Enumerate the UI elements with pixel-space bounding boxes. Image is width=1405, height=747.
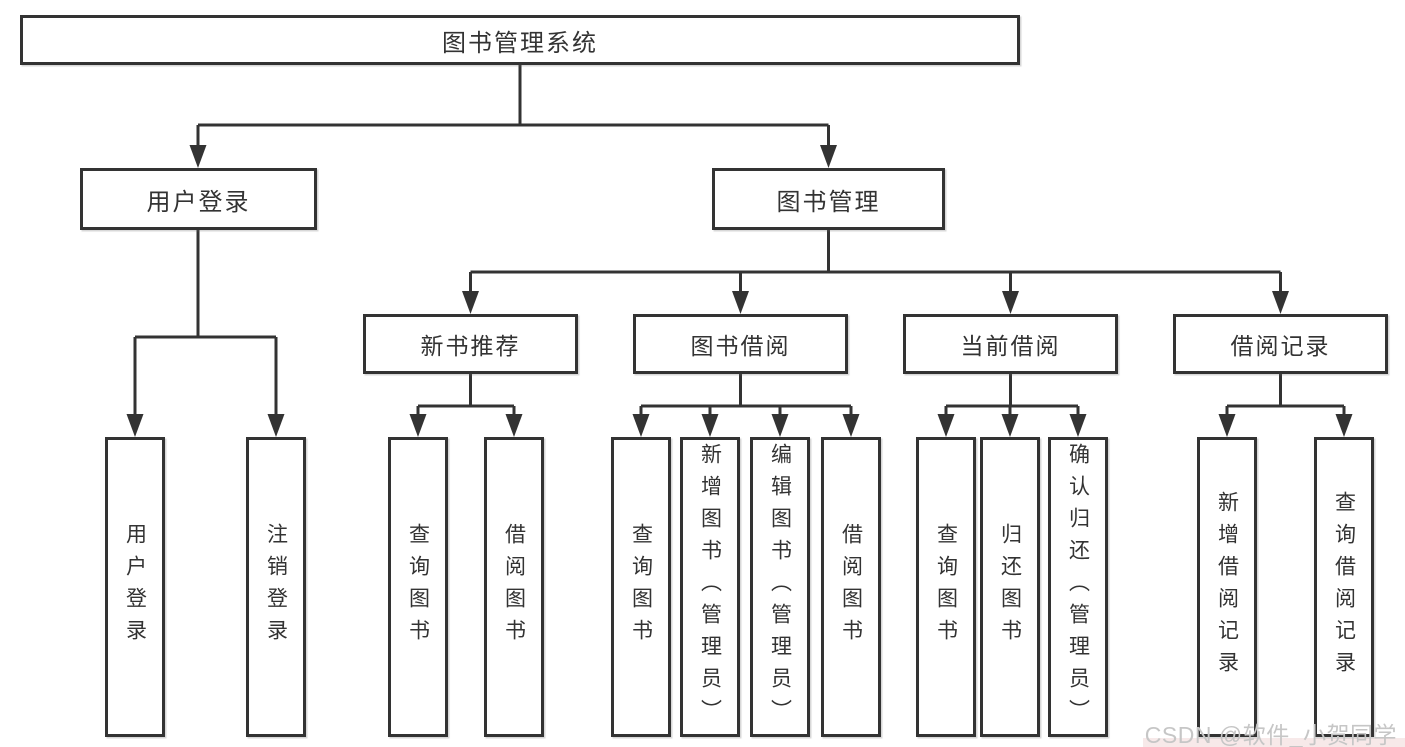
node-label: 图书管理 bbox=[776, 188, 881, 216]
watermark-band bbox=[1143, 738, 1405, 747]
connector-path bbox=[133, 65, 1346, 420]
leaf-query-books-1: 查询图书 bbox=[388, 437, 448, 737]
leaf-add-borrow-record: 新增借阅记录 bbox=[1197, 437, 1257, 737]
arrowhead-icon bbox=[937, 414, 955, 437]
leaf-user-login: 用户登录 bbox=[105, 437, 165, 737]
arrowhead-icon bbox=[632, 414, 650, 437]
leaf-add-book-admin: 新增图书（管理员） bbox=[680, 437, 740, 737]
arrowhead-icon bbox=[701, 414, 719, 437]
leaf-edit-book-admin: 编辑图书（管理员） bbox=[750, 437, 810, 737]
node-new-book-recommend: 新书推荐 bbox=[363, 314, 578, 374]
node-borrow-records: 借阅记录 bbox=[1173, 314, 1388, 374]
node-user-login: 用户登录 bbox=[80, 168, 317, 230]
node-label: 用户登录 bbox=[146, 188, 251, 216]
leaf-label: 新增借阅记录 bbox=[1215, 491, 1239, 683]
leaf-label: 用户登录 bbox=[123, 523, 147, 651]
leaf-return-book: 归还图书 bbox=[980, 437, 1040, 737]
leaf-label: 注销登录 bbox=[264, 523, 288, 651]
node-book-borrow: 图书借阅 bbox=[633, 314, 848, 374]
leaf-borrow-books-1: 借阅图书 bbox=[484, 437, 544, 737]
leaf-label: 借阅图书 bbox=[502, 523, 526, 651]
leaf-label: 借阅图书 bbox=[839, 523, 863, 651]
arrowhead-icon bbox=[1001, 414, 1019, 437]
node-label: 借阅记录 bbox=[1230, 333, 1331, 359]
arrowhead-icon bbox=[267, 414, 285, 437]
leaf-query-books-3: 查询图书 bbox=[916, 437, 976, 737]
leaf-label: 查询图书 bbox=[406, 523, 430, 651]
arrowhead-icon bbox=[189, 145, 207, 168]
leaf-confirm-return-admin: 确认归还（管理员） bbox=[1048, 437, 1108, 737]
arrowhead-icon bbox=[1069, 414, 1087, 437]
arrowhead-icon bbox=[771, 414, 789, 437]
leaf-query-books-2: 查询图书 bbox=[611, 437, 671, 737]
node-label: 图书借阅 bbox=[690, 333, 791, 359]
arrowhead-icon bbox=[409, 414, 427, 437]
node-current-borrow: 当前借阅 bbox=[903, 314, 1118, 374]
arrowhead-icon bbox=[1218, 414, 1236, 437]
arrowhead-icon bbox=[842, 414, 860, 437]
leaf-label: 新增图书（管理员） bbox=[698, 443, 722, 731]
arrowhead-icon bbox=[126, 414, 144, 437]
arrowhead-icon bbox=[1002, 291, 1019, 314]
leaf-label: 归还图书 bbox=[998, 523, 1022, 651]
leaf-label: 查询图书 bbox=[934, 523, 958, 651]
leaf-label: 编辑图书（管理员） bbox=[768, 443, 792, 731]
arrowhead-icon bbox=[1272, 291, 1289, 314]
node-root: 图书管理系统 bbox=[20, 15, 1020, 65]
node-label: 当前借阅 bbox=[960, 333, 1061, 359]
watermark: CSDN @软件_小贺同学 bbox=[1144, 722, 1397, 747]
leaf-borrow-books-2: 借阅图书 bbox=[821, 437, 881, 737]
leaf-label: 查询图书 bbox=[629, 523, 653, 651]
arrowhead-icon bbox=[732, 291, 749, 314]
node-label: 图书管理系统 bbox=[442, 29, 598, 57]
arrowhead-icon bbox=[462, 291, 479, 314]
arrowhead-icon bbox=[505, 414, 523, 437]
leaf-label: 查询借阅记录 bbox=[1332, 491, 1356, 683]
node-label: 新书推荐 bbox=[420, 333, 521, 359]
arrowhead-icon bbox=[820, 145, 837, 168]
leaf-query-borrow-record: 查询借阅记录 bbox=[1314, 437, 1374, 737]
arrowhead-icon bbox=[1335, 414, 1353, 437]
leaf-label: 确认归还（管理员） bbox=[1066, 443, 1090, 731]
leaf-logout: 注销登录 bbox=[246, 437, 306, 737]
node-book-mgmt: 图书管理 bbox=[712, 168, 945, 230]
